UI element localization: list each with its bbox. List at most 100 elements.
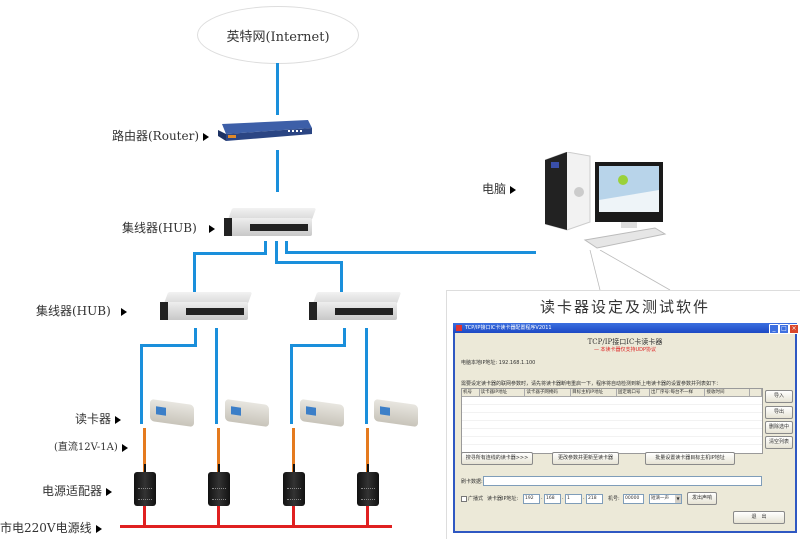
table-header: 机号 读卡器IP地址 读卡器子网掩码 目标主机IP地址 固定端口号 出厂序号:每… [462, 389, 762, 397]
machine-no-input[interactable]: 00000 [623, 494, 644, 504]
wire-mains-1 [143, 506, 146, 526]
wire-mains-3 [292, 506, 295, 526]
wire-hub-mid-v [340, 261, 343, 296]
wire-hub-pc-h [285, 251, 536, 254]
update-params-button[interactable]: 更改参数并更新至读卡器 [552, 452, 619, 465]
mains-label: 市电220V电源线 [0, 519, 102, 536]
internet-label: 英特网(Internet) [226, 29, 330, 45]
maximize-button[interactable]: □ [779, 324, 789, 334]
wire-hub-left-h [193, 252, 267, 255]
wire-subhub2-a-h [290, 344, 346, 347]
search-readers-button[interactable]: 搜寻所有连线的读卡器>>> [461, 452, 533, 465]
exit-button[interactable]: 退 出 [733, 511, 785, 524]
dc-power-label: (直流12V-1A) [54, 438, 128, 453]
table-row[interactable] [462, 429, 762, 437]
router-label: 路由器(Router) [112, 127, 210, 144]
wire-subhub1-a-v [140, 344, 143, 424]
wire-subhub1-a [194, 328, 197, 346]
pointer-icon [115, 415, 122, 424]
table-row[interactable] [462, 405, 762, 413]
wire-hub-pc [285, 241, 288, 253]
ip-dot: . [583, 495, 585, 501]
instruction-text: 需要设定读卡器的联网参数时，请先将读卡器断电重启一下，程序将自动检测到新上电读卡… [461, 381, 722, 387]
app-icon [456, 325, 462, 331]
wire-dc-3 [292, 428, 295, 472]
ip-dot: . [562, 495, 564, 501]
broadcast-label: 广播式 [468, 496, 484, 502]
power-adapter-4-icon [357, 464, 379, 506]
table-row[interactable] [462, 437, 762, 445]
reader-ip-label: 读卡器IP地址: [487, 496, 519, 502]
column-header[interactable]: 读卡器IP地址 [480, 389, 526, 396]
wire-subhub2-a [343, 328, 346, 346]
local-ip-row: 电脑本地IP地址: 192.168.1.100 [461, 359, 535, 366]
ip-dot: . [541, 495, 543, 501]
minimize-button[interactable]: _ [769, 324, 779, 334]
window-subheading: — 本读卡器仅支持UDP协议 [593, 347, 657, 353]
column-header[interactable]: 目标主机IP地址 [571, 389, 617, 396]
window-titlebar: TCP/IP接口IC卡读卡器配置程序V2011 [453, 323, 797, 333]
wire-internet-router [276, 63, 279, 115]
wire-dc-2 [217, 428, 220, 472]
ip-part-3-input[interactable]: 1 [565, 494, 582, 504]
column-header[interactable]: 机号 [462, 389, 480, 396]
column-header[interactable]: 读卡器子网掩码 [525, 389, 572, 396]
config-window: TCP/IP接口IC卡读卡器配置程序V2011 _ □ × TCP/IP接口IC… [453, 323, 799, 533]
sub-hub-label: 集线器(HUB) [36, 302, 127, 319]
pointer-icon [510, 185, 517, 194]
column-header-spacer [750, 389, 762, 396]
table-row[interactable] [462, 413, 762, 421]
power-adapter-1-icon [134, 464, 156, 506]
machine-no-label: 机号: [608, 496, 620, 502]
batch-set-ip-button[interactable]: 批量设置读卡器目标主机IP地址 [645, 452, 735, 465]
callout-lines [589, 250, 671, 291]
card-reader-3-icon [300, 398, 344, 428]
wire-hub-mid-h [275, 261, 342, 264]
wire-hub-left [264, 241, 267, 254]
wire-router-hub [276, 150, 279, 192]
export-button[interactable]: 导出 [765, 406, 793, 419]
column-header[interactable]: 接收时间 [705, 389, 751, 396]
wire-dc-4 [366, 428, 369, 472]
pointer-icon [106, 487, 113, 496]
import-button[interactable]: 导入 [765, 390, 793, 403]
main-hub-icon [224, 208, 317, 238]
pointer-icon [203, 132, 210, 141]
local-ip-value: 192.168.1.100 [498, 360, 536, 366]
wire-subhub1-b [215, 328, 218, 424]
beep-select[interactable]: 短滴一声 ▼ [649, 494, 682, 504]
power-adapter-3-icon [283, 464, 305, 506]
column-header[interactable]: 固定端口号 [617, 389, 650, 396]
ip-part-1-input[interactable]: 192 [523, 494, 540, 504]
delete-selected-button[interactable]: 删除选中 [765, 421, 793, 434]
close-button[interactable]: × [789, 324, 799, 334]
card-reader-4-icon [374, 398, 418, 428]
wire-hub-left-v [193, 252, 196, 294]
ip-part-2-input[interactable]: 168 [544, 494, 561, 504]
software-panel-frame [446, 290, 800, 539]
beep-button[interactable]: 发出声响 [687, 492, 717, 505]
dropdown-arrow-icon: ▼ [675, 495, 681, 503]
adapter-label: 电源适配器 [42, 482, 113, 499]
wire-subhub1-a-h [140, 344, 197, 347]
wire-dc-1 [143, 428, 146, 472]
wire-mains-4 [366, 506, 369, 526]
computer-icon [545, 152, 667, 249]
clear-list-button[interactable]: 清空列表 [765, 436, 793, 449]
broadcast-checkbox[interactable] [461, 496, 467, 502]
table-row[interactable] [462, 421, 762, 429]
reader-list-table[interactable]: 机号 读卡器IP地址 读卡器子网掩码 目标主机IP地址 固定端口号 出厂序号:每… [461, 388, 763, 454]
internet-cloud: 英特网(Internet) [197, 6, 359, 64]
column-header[interactable]: 出厂序号:每台不一样 [650, 389, 706, 396]
card-data-input[interactable] [483, 476, 762, 486]
ip-part-4-input[interactable]: 218 [586, 494, 603, 504]
pointer-icon [120, 307, 127, 316]
main-hub-label: 集线器(HUB) [122, 219, 215, 236]
table-row[interactable] [462, 397, 762, 405]
card-data-label: 刷卡数据: [461, 479, 483, 485]
beep-select-value: 短滴一声 [651, 496, 669, 501]
pointer-icon [208, 224, 215, 233]
local-ip-label: 电脑本地IP地址: [461, 360, 498, 366]
software-section-title: 读卡器设定及测试软件 [539, 298, 710, 316]
wire-subhub2-b [365, 328, 368, 424]
